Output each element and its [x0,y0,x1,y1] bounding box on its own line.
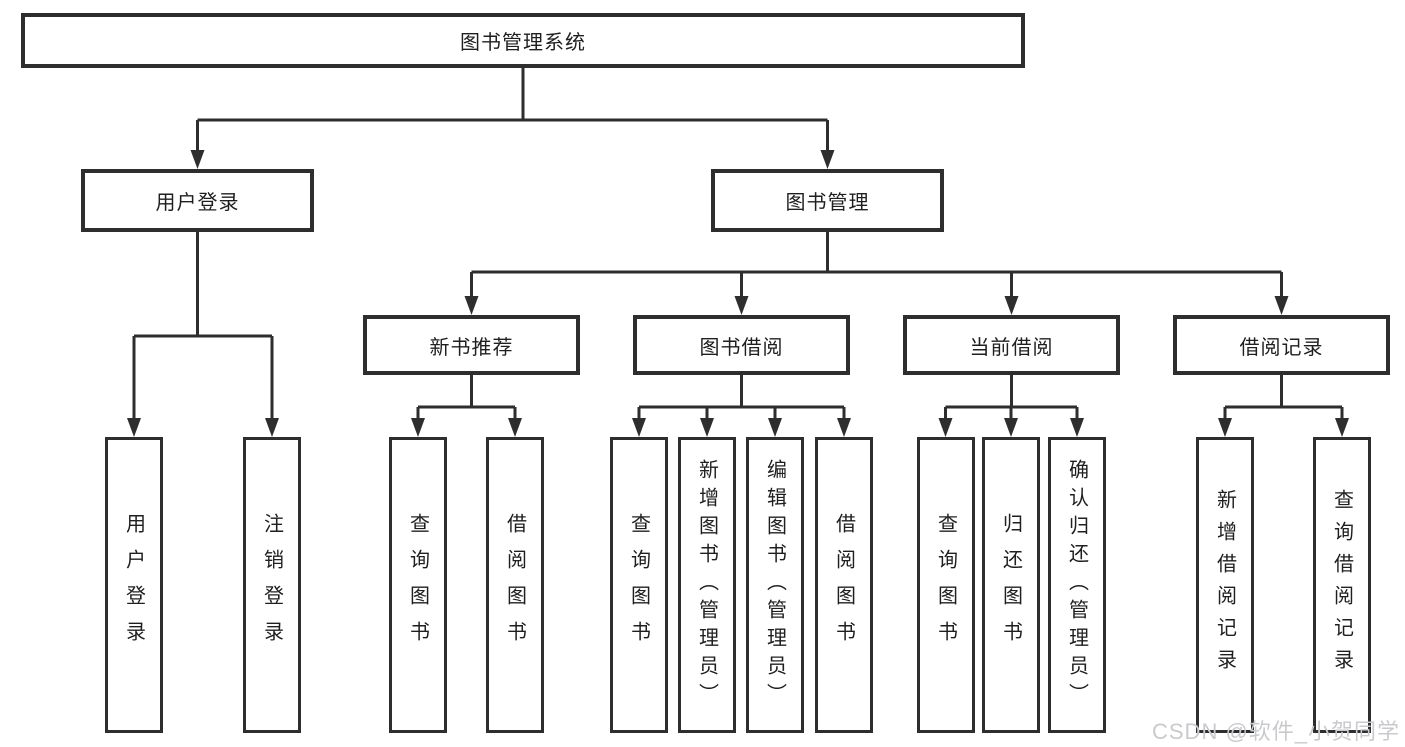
node-leaf-user-login: 用户登录 [105,437,163,733]
node-label: 编辑图书（管理员） [763,459,786,711]
node-label: 归还图书 [999,513,1022,657]
node-leaf-query-book-recommend: 查询图书 [389,437,447,733]
node-label: 用户登录 [122,513,145,657]
node-label: 借阅图书 [832,513,855,657]
node-leaf-add-borrow-record: 新增借阅记录 [1196,437,1254,733]
node-leaf-return-book: 归还图书 [982,437,1040,733]
node-leaf-borrow-book-recommend: 借阅图书 [486,437,544,733]
node-leaf-logout: 注销登录 [243,437,301,733]
node-label: 查询图书 [934,513,957,657]
node-leaf-edit-book-admin: 编辑图书（管理员） [746,437,804,733]
node-leaf-query-book-current: 查询图书 [917,437,975,733]
node-leaf-borrow-book: 借阅图书 [815,437,873,733]
node-label: 新增借阅记录 [1213,489,1236,681]
node-label: 新书推荐 [429,336,514,359]
node-borrowing-records: 借阅记录 [1173,315,1390,375]
node-label: 用户登录 [155,192,240,214]
node-user-login: 用户登录 [81,169,314,232]
node-book-borrowing: 图书借阅 [633,315,850,375]
node-library-management-system: 图书管理系统 [21,13,1025,68]
node-label: 当前借阅 [969,336,1054,359]
node-label: 确认归还（管理员） [1065,459,1088,711]
node-leaf-confirm-return-admin: 确认归还（管理员） [1048,437,1106,733]
node-book-management: 图书管理 [711,169,944,232]
node-leaf-add-book-admin: 新增图书（管理员） [678,437,736,733]
node-label: 借阅记录 [1239,336,1324,359]
csdn-watermark: CSDN @软件_小贺同学 [1152,719,1401,744]
node-label: 查询图书 [406,513,429,657]
node-label: 借阅图书 [503,513,526,657]
node-leaf-query-borrow-record: 查询借阅记录 [1313,437,1371,733]
node-label: 注销登录 [260,513,283,657]
node-label: 图书借阅 [699,336,784,359]
node-label: 查询图书 [627,513,650,657]
node-label: 图书管理 [785,192,870,214]
node-label: 新增图书（管理员） [695,459,718,711]
node-leaf-query-book-borrowing: 查询图书 [610,437,668,733]
node-label: 图书管理系统 [460,32,586,54]
node-current-borrowing: 当前借阅 [903,315,1120,375]
node-label: 查询借阅记录 [1330,489,1353,681]
node-new-book-recommend: 新书推荐 [363,315,580,375]
